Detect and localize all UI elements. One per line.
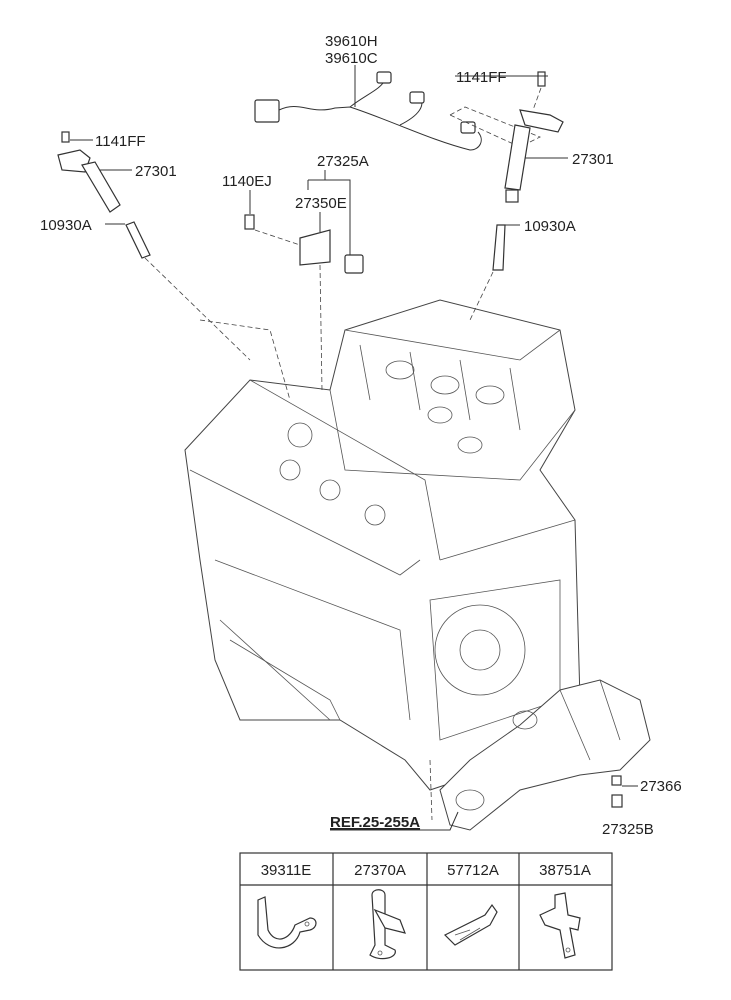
label-27301-left: 27301 [135, 163, 177, 180]
water-outlet-illustration [439, 679, 651, 831]
ignition-coil-left-illustration [57, 131, 291, 401]
table-header-27370A: 27370A [354, 862, 406, 879]
reference-link[interactable]: REF.25-255A [330, 814, 420, 831]
table-header-39311E: 39311E [261, 862, 312, 879]
label-27325B: 27325B [602, 821, 654, 838]
wiring-harness-illustration [254, 65, 541, 151]
label-27366: 27366 [640, 778, 682, 795]
table-header-57712A: 57712A [447, 862, 499, 879]
sensor-bracket-illustration [244, 170, 364, 391]
bracket-clamp-icon [257, 896, 317, 949]
label-39610H: 39610H [325, 33, 378, 50]
label-39610C: 39610C [325, 50, 378, 67]
label-1141FF-left: 1141FF [95, 133, 146, 150]
ignition-coil-right-illustration [455, 71, 568, 321]
label-27325A: 27325A [317, 153, 369, 170]
label-27301-right: 27301 [572, 151, 614, 168]
label-1141FF-right: 1141FF [456, 69, 507, 86]
label-1140EJ: 1140EJ [222, 173, 272, 190]
bracket-vertical-icon [369, 889, 406, 960]
label-10930A-left: 10930A [40, 217, 92, 234]
label-27350E: 27350E [295, 195, 347, 212]
parts-table: 39311E 27370A 57712A 38751A [239, 852, 613, 971]
bracket-angled-icon [443, 903, 498, 946]
bracket-mount-icon [539, 892, 581, 959]
table-header-38751A: 38751A [539, 862, 591, 879]
label-10930A-right: 10930A [524, 218, 576, 235]
engine-block-illustration [184, 299, 581, 791]
